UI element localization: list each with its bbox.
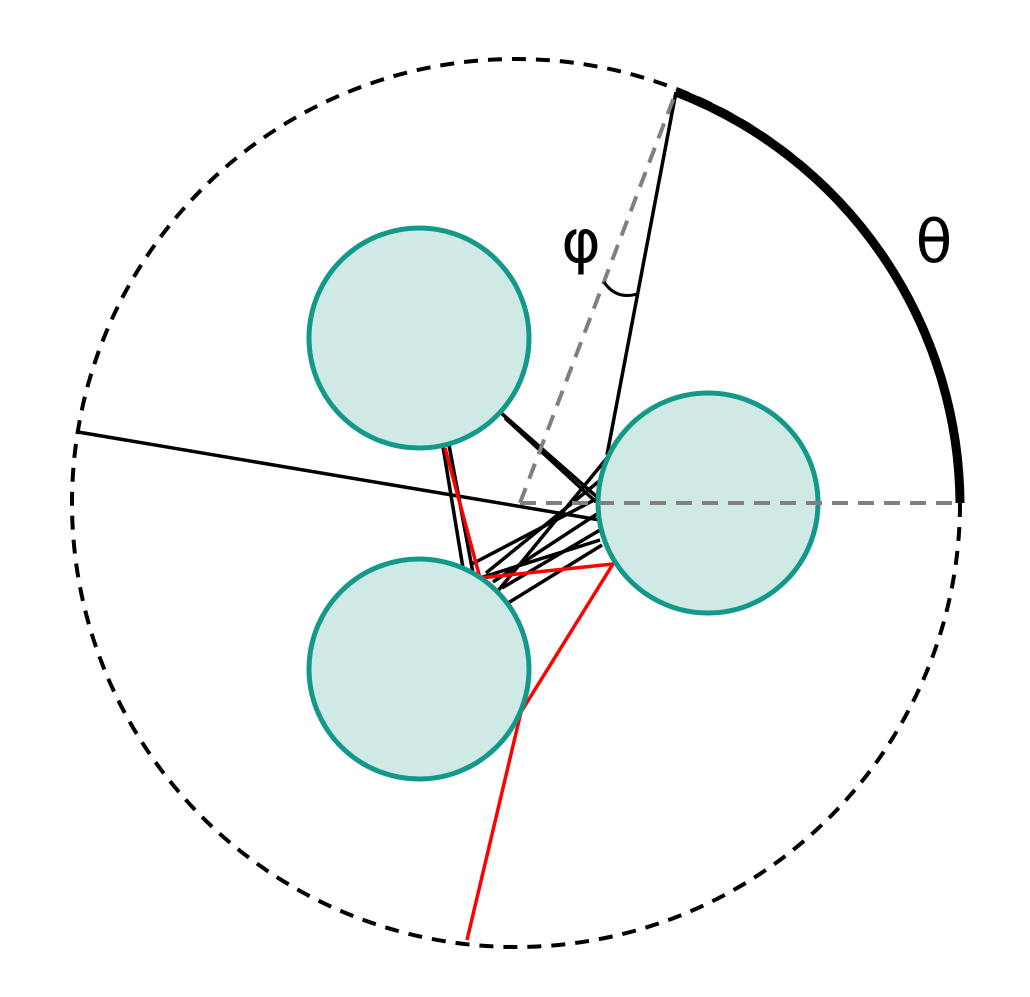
ray-path-incoming-left — [77, 430, 601, 522]
phi-angle-arc — [602, 281, 638, 297]
particles — [306, 225, 821, 782]
particle-top — [306, 225, 532, 451]
ray-path — [501, 528, 601, 590]
phi-reference-line — [518, 91, 678, 504]
theta-label: θ — [916, 207, 953, 277]
ray-paths — [77, 91, 678, 605]
ray-path — [495, 456, 609, 594]
ray-path — [441, 446, 465, 569]
ray-path — [479, 538, 601, 580]
ray-path — [484, 476, 605, 575]
reference-lines — [518, 91, 960, 505]
ray-path-exit-top — [605, 91, 678, 456]
ray-path — [492, 510, 601, 584]
highlighted-ray-path — [443, 447, 615, 941]
phi-label: φ — [561, 207, 601, 277]
particle-bottom — [306, 556, 532, 782]
ray-path — [507, 543, 603, 605]
theta-arc — [674, 87, 965, 504]
